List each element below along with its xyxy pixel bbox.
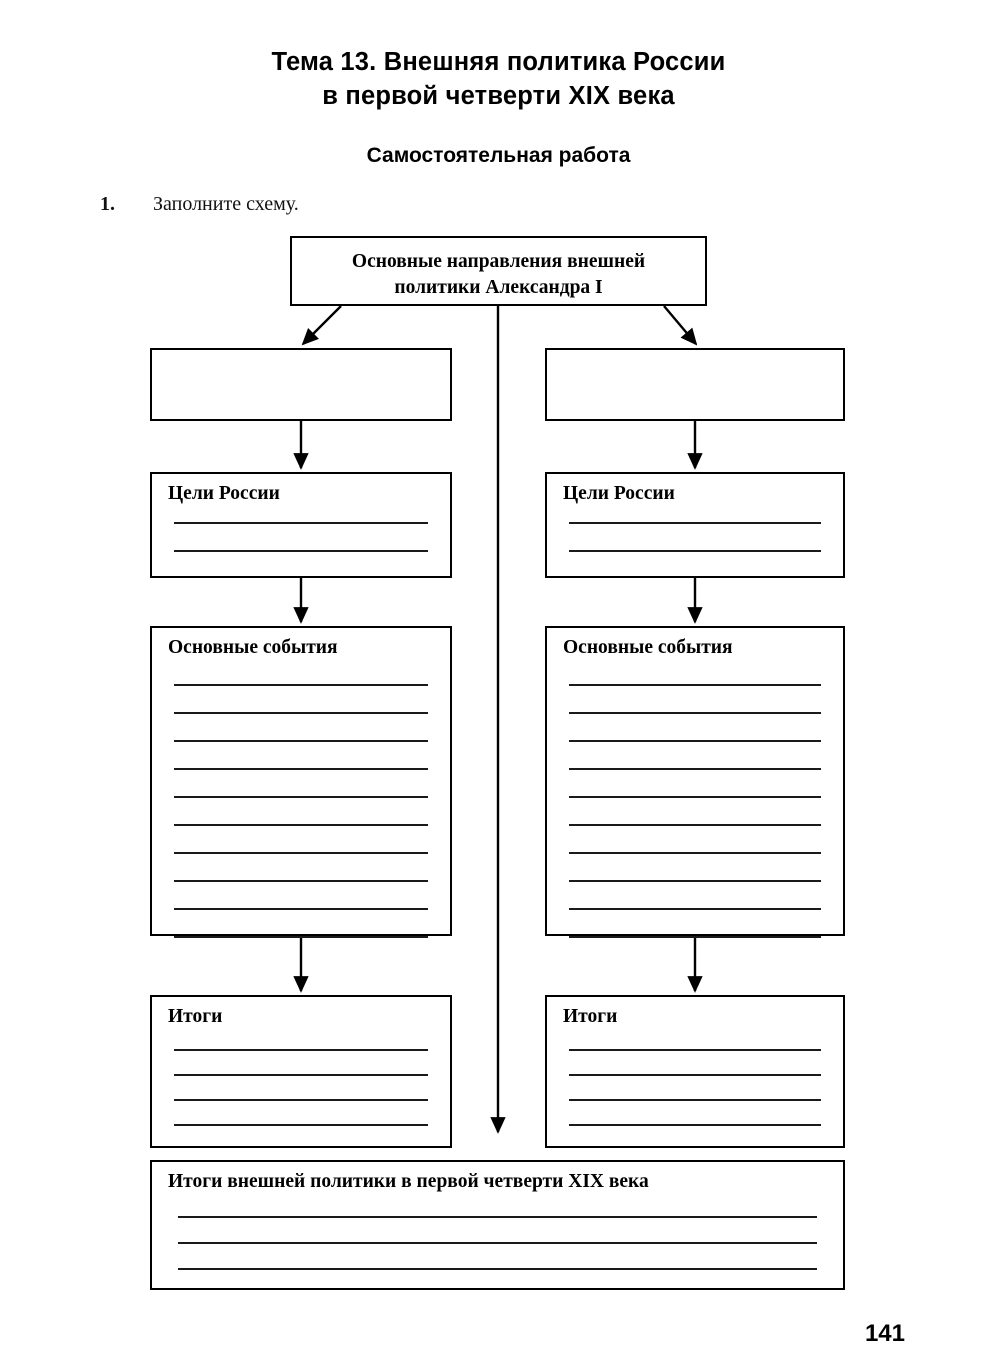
write-line[interactable] xyxy=(569,522,821,524)
write-line[interactable] xyxy=(178,1268,817,1270)
write-line[interactable] xyxy=(569,1049,821,1051)
write-line[interactable] xyxy=(569,1074,821,1076)
scheme-box-events-right[interactable]: Основные события xyxy=(545,626,845,938)
scheme-box-events-right-title: Основные события xyxy=(563,637,733,658)
write-line[interactable] xyxy=(569,796,821,798)
write-line[interactable] xyxy=(569,880,821,882)
scheme-box-direction-right[interactable] xyxy=(545,348,845,421)
scheme-box-root-title: Основные направления внешней политики Ал… xyxy=(292,249,705,301)
connector-root-to-left xyxy=(301,305,342,346)
write-line[interactable] xyxy=(174,768,428,770)
page-title: Тема 13. Внешняя политика России в перво… xyxy=(0,45,997,113)
write-line[interactable] xyxy=(178,1242,817,1244)
write-line[interactable] xyxy=(569,768,821,770)
task-instruction: Заполните схему. xyxy=(153,193,299,215)
write-line[interactable] xyxy=(174,796,428,798)
connector-root-to-right xyxy=(663,305,698,346)
scheme-box-results-right[interactable]: Итоги xyxy=(545,995,845,1148)
write-line[interactable] xyxy=(174,550,428,552)
section-subtitle: Самостоятельная работа xyxy=(366,144,631,167)
write-line[interactable] xyxy=(569,712,821,714)
page-number: 141 xyxy=(864,1320,905,1347)
write-line[interactable] xyxy=(174,908,428,910)
write-line[interactable] xyxy=(174,712,428,714)
write-line[interactable] xyxy=(174,936,428,938)
write-line[interactable] xyxy=(174,824,428,826)
write-line[interactable] xyxy=(174,1074,428,1076)
scheme-box-goals-left-title: Цели России xyxy=(168,483,280,504)
scheme-box-results-left[interactable]: Итоги xyxy=(150,995,452,1148)
page-title-line-2: в первой четверти XIX века xyxy=(322,82,675,111)
scheme-box-summary[interactable]: Итоги внешней политики в первой четверти… xyxy=(150,1160,845,1290)
write-line[interactable] xyxy=(174,740,428,742)
write-line[interactable] xyxy=(174,1099,428,1101)
scheme-box-results-left-title: Итоги xyxy=(168,1006,223,1027)
write-line[interactable] xyxy=(174,684,428,686)
write-line[interactable] xyxy=(174,1124,428,1126)
scheme-box-summary-title: Итоги внешней политики в первой четверти… xyxy=(168,1171,649,1192)
write-line[interactable] xyxy=(569,684,821,686)
write-line[interactable] xyxy=(569,908,821,910)
scheme-box-root-title-line-1: Основные направления внешней xyxy=(351,251,646,272)
write-line[interactable] xyxy=(569,1124,821,1126)
write-line[interactable] xyxy=(178,1216,817,1218)
write-line[interactable] xyxy=(174,1049,428,1051)
scheme-box-results-right-title: Итоги xyxy=(563,1006,618,1027)
scheme-box-direction-left[interactable] xyxy=(150,348,452,421)
scheme-box-events-left-title: Основные события xyxy=(168,637,338,658)
write-line[interactable] xyxy=(174,880,428,882)
write-line[interactable] xyxy=(569,1099,821,1101)
write-line[interactable] xyxy=(569,936,821,938)
task-number: 1. xyxy=(100,193,115,215)
write-line[interactable] xyxy=(569,824,821,826)
scheme-box-events-left[interactable]: Основные события xyxy=(150,626,452,938)
scheme-box-root-title-line-2: политики Александра I xyxy=(394,277,603,298)
task-1: 1. Заполните схему. xyxy=(100,193,800,216)
scheme-box-goals-right[interactable]: Цели России xyxy=(545,472,845,578)
write-line[interactable] xyxy=(174,522,428,524)
scheme-box-root[interactable]: Основные направления внешней политики Ал… xyxy=(290,236,707,306)
write-line[interactable] xyxy=(174,852,428,854)
scheme-box-goals-right-title: Цели России xyxy=(563,483,675,504)
page-title-line-1: Тема 13. Внешняя политика России xyxy=(271,48,726,77)
write-line[interactable] xyxy=(569,550,821,552)
write-line[interactable] xyxy=(569,852,821,854)
write-line[interactable] xyxy=(569,740,821,742)
scheme-box-goals-left[interactable]: Цели России xyxy=(150,472,452,578)
